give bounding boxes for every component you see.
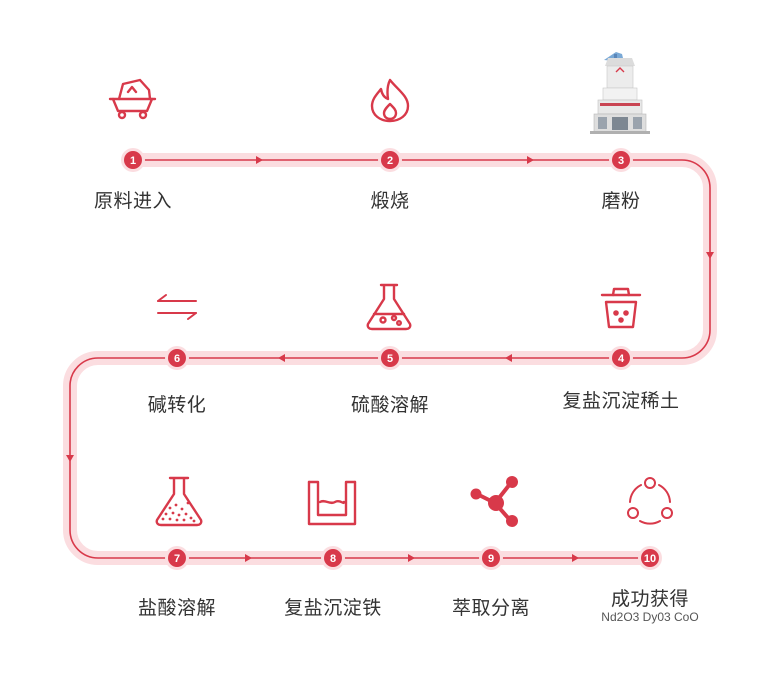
step-node-10: 10	[638, 546, 662, 570]
step-label-7: 盐酸溶解	[137, 597, 217, 619]
step-node-7: 7	[165, 546, 189, 570]
step-number: 3	[618, 155, 624, 167]
step-number: 1	[130, 155, 136, 167]
arrow-down-icon	[706, 252, 714, 259]
step-number: 5	[387, 353, 393, 365]
step-node-dot	[381, 349, 399, 367]
arrow-right-icon	[256, 156, 263, 164]
flask-dots-icon	[155, 476, 203, 527]
step-node-9: 9	[479, 546, 503, 570]
step-node-dot	[168, 349, 186, 367]
flask-icon	[366, 283, 412, 331]
step-node-dot	[641, 549, 659, 567]
grinding-mill-icon	[590, 52, 650, 134]
arrow-right-icon	[245, 554, 252, 562]
step-number: 2	[387, 155, 393, 167]
step-number: 6	[174, 353, 180, 365]
step-label-9: 萃取分离	[451, 597, 531, 619]
step-label-2: 煅烧	[370, 190, 410, 212]
step-label-6: 碱转化	[147, 394, 207, 416]
step-label-8: 复盐沉淀铁	[284, 597, 382, 619]
step-sublabel-10: Nd2O3 Dy03 CoO	[601, 610, 699, 624]
step-label-5: 硫酸溶解	[350, 394, 430, 416]
step-node-dot	[168, 549, 186, 567]
tank-icon	[307, 480, 357, 526]
step-node-dot	[381, 151, 399, 169]
arrow-right-icon	[408, 554, 415, 562]
step-node-dot	[612, 151, 630, 169]
step-label-4: 复盐沉淀稀土	[562, 390, 680, 412]
flame-icon	[370, 78, 410, 123]
step-number: 9	[488, 553, 494, 565]
precipitation-bin-icon	[600, 287, 642, 329]
arrow-left-icon	[278, 354, 285, 362]
step-label-1: 原料进入	[93, 190, 173, 212]
recycle-circle-icon	[627, 477, 673, 525]
ore-cart-icon	[108, 78, 157, 120]
step-node-5: 5	[378, 346, 402, 370]
step-node-dot	[482, 549, 500, 567]
exchange-arrows-icon	[157, 294, 197, 320]
step-number: 8	[330, 553, 336, 565]
arrow-right-icon	[572, 554, 579, 562]
step-number: 10	[644, 553, 656, 565]
step-node-4: 4	[609, 346, 633, 370]
step-node-2: 2	[378, 148, 402, 172]
step-number: 4	[618, 353, 625, 365]
step-node-1: 1	[121, 148, 145, 172]
arrow-down-icon	[66, 455, 74, 462]
step-node-8: 8	[321, 546, 345, 570]
step-node-3: 3	[609, 148, 633, 172]
arrow-right-icon	[527, 156, 534, 164]
step-node-dot	[124, 151, 142, 169]
step-number: 7	[174, 553, 180, 565]
arrow-left-icon	[505, 354, 512, 362]
step-node-dot	[612, 349, 630, 367]
step-node-dot	[324, 549, 342, 567]
step-label-10: 成功获得	[610, 588, 690, 610]
share-nodes-icon	[470, 476, 518, 527]
flow-arrows	[66, 156, 714, 562]
step-node-6: 6	[165, 346, 189, 370]
step-label-3: 磨粉	[601, 190, 641, 212]
